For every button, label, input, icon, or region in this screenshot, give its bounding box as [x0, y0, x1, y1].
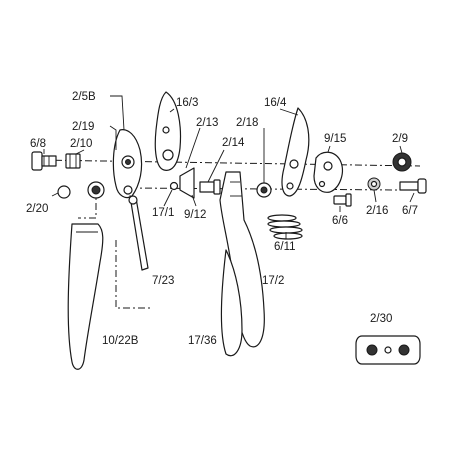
part-9-15-plate	[313, 151, 343, 193]
label-6-11: 6/11	[274, 241, 296, 253]
part-17-2-handle	[219, 171, 265, 348]
label-16-3: 16/3	[176, 97, 198, 109]
part-2-19-washer	[87, 181, 105, 199]
part-6-6-screw	[333, 193, 352, 207]
part-2-5b-upper-blade	[112, 129, 143, 199]
part-6-11-spring	[267, 214, 303, 240]
label-9-12: 9/12	[184, 209, 206, 221]
part-2-13-screw	[169, 167, 195, 199]
label-2-19: 2/19	[72, 121, 94, 133]
label-7-23: 7/23	[152, 275, 174, 287]
label-9-15: 9/15	[324, 133, 346, 145]
part-2-10-nut	[65, 153, 81, 169]
label-16-4: 16/4	[264, 97, 287, 109]
label-2-9: 2/9	[392, 133, 408, 145]
part-labels: 2/5B 2/19 6/8 2/10 2/20 16/3 2/13 2/14 1…	[26, 91, 418, 347]
part-10-22b-handle	[67, 223, 104, 370]
part-16-3-blade	[154, 91, 182, 171]
label-6-8: 6/8	[30, 138, 46, 150]
label-6-7: 6/7	[402, 205, 418, 217]
part-2-16-cam	[367, 177, 381, 191]
part-2-14-bolt	[199, 179, 221, 195]
label-2-5b: 2/5B	[72, 91, 96, 103]
label-2-30: 2/30	[370, 313, 392, 325]
label-17-1: 17/1	[152, 207, 174, 219]
part-6-7-bolt	[399, 178, 427, 194]
part-7-23-lock-lever	[128, 195, 149, 271]
label-6-6: 6/6	[332, 215, 348, 227]
label-2-14: 2/14	[222, 137, 245, 149]
label-2-16: 2/16	[366, 205, 388, 217]
label-2-10: 2/10	[70, 138, 92, 150]
handle-link-axis	[115, 240, 150, 309]
label-2-18: 2/18	[236, 117, 258, 129]
part-2-20-ball	[57, 185, 71, 199]
main-assembly-axis	[39, 159, 421, 167]
label-2-20: 2/20	[26, 203, 48, 215]
part-17-36-handle-grip	[220, 249, 243, 357]
leader-lines	[43, 95, 415, 239]
part-2-9-gear-nut	[392, 152, 412, 172]
label-17-2: 17/2	[262, 275, 284, 287]
part-16-4-blade	[281, 107, 310, 197]
part-2-30-plate	[355, 335, 421, 365]
label-10-22b: 10/22B	[102, 335, 139, 347]
label-17-36: 17/36	[188, 335, 217, 347]
label-2-13: 2/13	[196, 117, 218, 129]
part-6-8-bolt	[31, 151, 57, 171]
part-2-18-washer	[256, 182, 272, 198]
